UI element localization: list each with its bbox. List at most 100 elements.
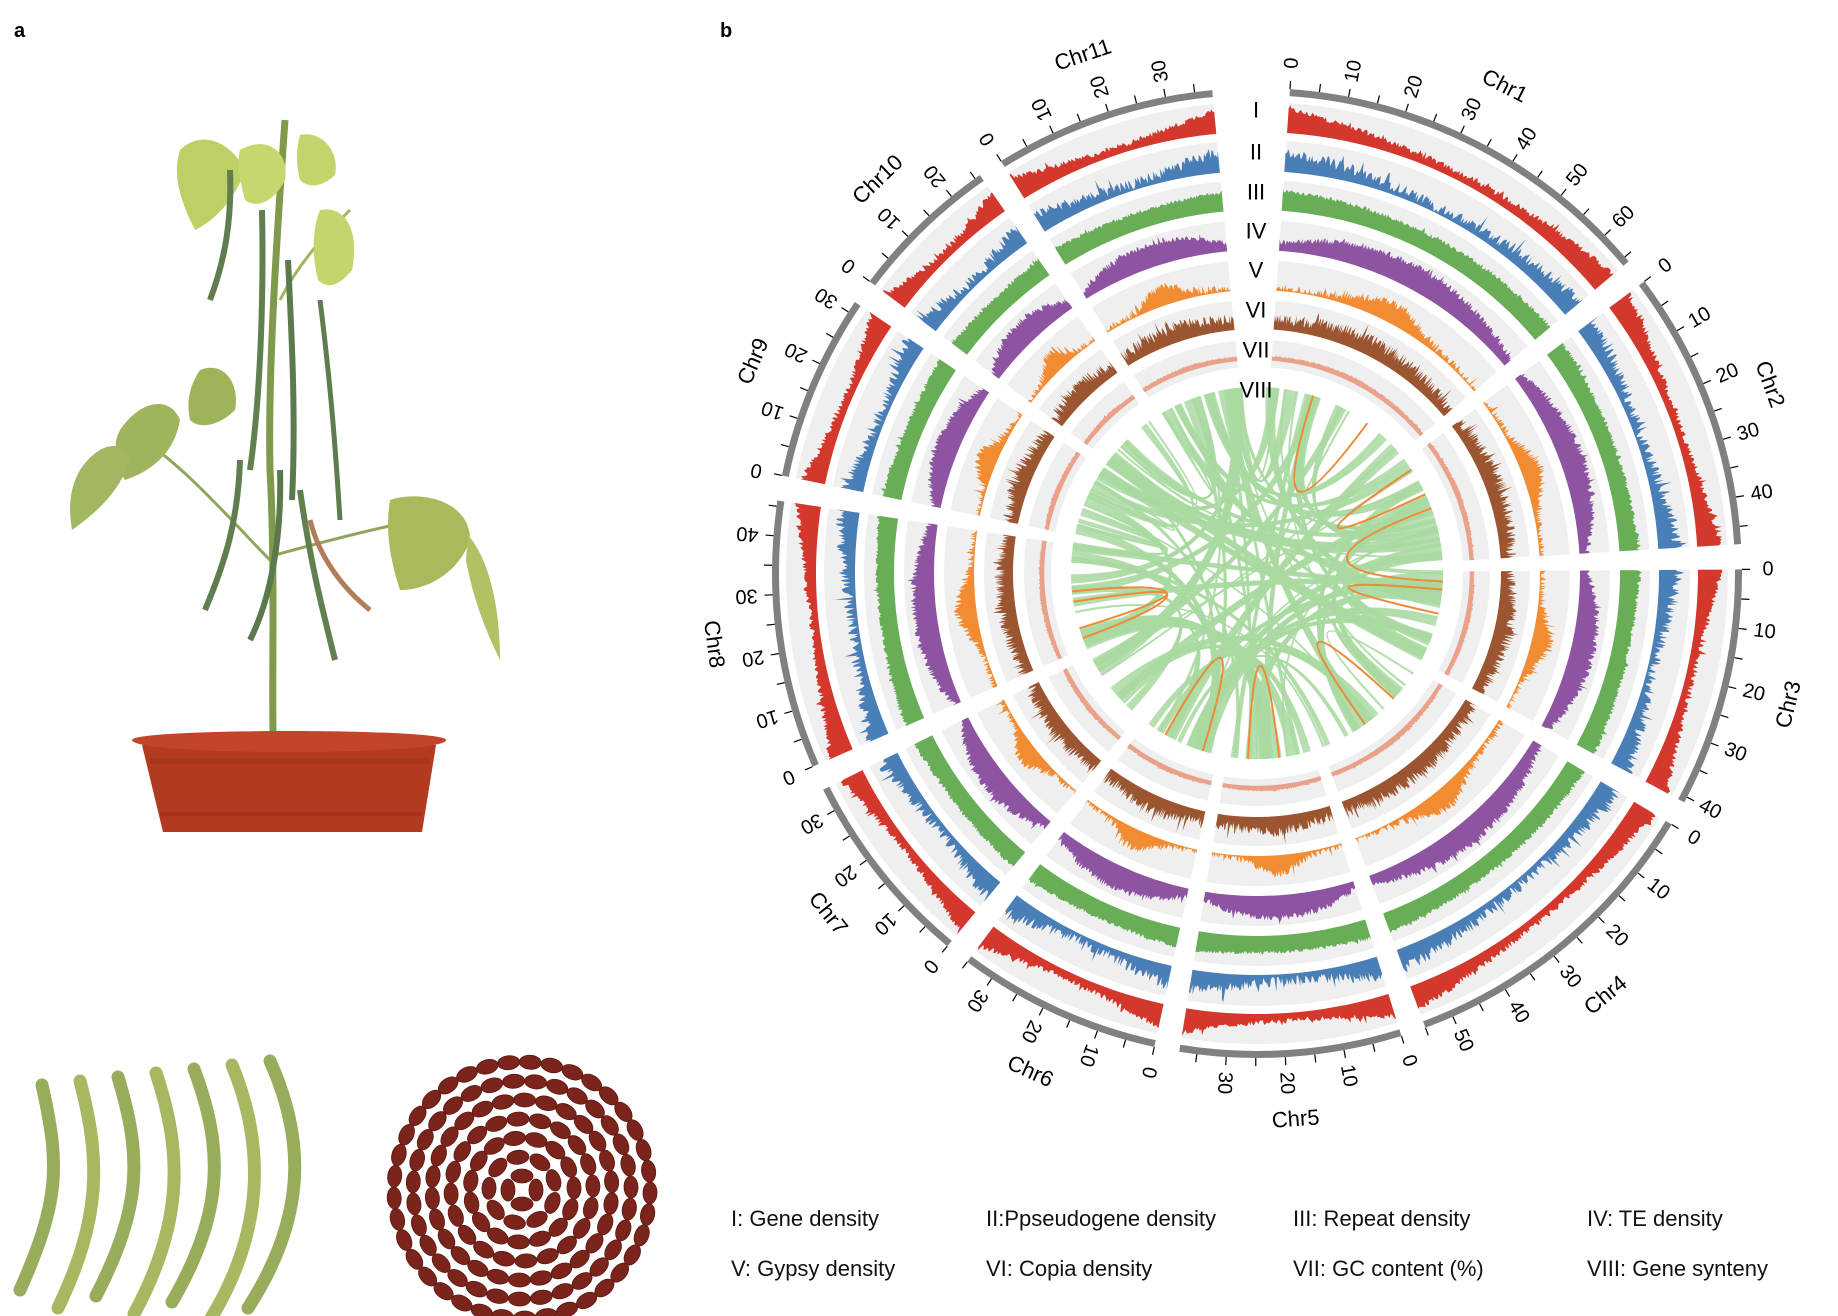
panel-a-label: a (14, 20, 26, 42)
track-III-Chr1 (1281, 189, 1550, 340)
seed (492, 1250, 516, 1267)
tick-mark (1195, 1054, 1198, 1063)
tick-label: 10 (1075, 1041, 1103, 1069)
seed (424, 1186, 440, 1210)
ideogram-Chr6 (967, 956, 1156, 1047)
tick-mark (1671, 823, 1679, 830)
tick-label: 0 (838, 254, 860, 278)
synteny-link (1209, 581, 1443, 754)
track-I-Chr4 (1410, 801, 1656, 1010)
track-IV-Chr9 (927, 387, 990, 508)
synteny-link (1120, 421, 1198, 505)
track-VI-Chr11 (1119, 314, 1235, 366)
synteny-link-highlight (1346, 507, 1443, 583)
tick-mark (961, 961, 968, 969)
ideogram-Chr3 (1678, 569, 1742, 803)
tick-mark (1122, 1039, 1127, 1048)
track-III-Chr4 (1383, 761, 1585, 933)
synteny-link (1160, 586, 1443, 733)
seed (514, 1253, 538, 1269)
chromosome-label-Chr9: Chr9 (732, 334, 774, 388)
synteny-link (1288, 391, 1407, 686)
tick-label: 0 (1683, 826, 1704, 851)
tick-label: 20 (1740, 679, 1767, 706)
seed (556, 1235, 577, 1255)
tick-mark (780, 443, 789, 448)
seed (528, 1113, 552, 1130)
panel-b-label: b (720, 20, 733, 42)
track-VII-Chr11 (1142, 356, 1238, 393)
tick-label: 10 (870, 908, 901, 939)
track-IV-Chr2 (1515, 373, 1596, 554)
track-IV-Chr11 (1083, 234, 1228, 299)
tick-mark (1151, 1046, 1155, 1055)
tick-label: 30 (1734, 418, 1761, 445)
track-VI-Chr2 (1451, 419, 1517, 559)
chromosome-label-Chr5: Chr5 (1271, 1104, 1320, 1132)
track-I-Chr8 (794, 503, 853, 760)
track-V-Chr7 (995, 699, 1077, 796)
tick-mark (773, 473, 783, 477)
seed (453, 1141, 472, 1162)
track-IV-Chr7 (961, 717, 1051, 830)
tick-mark (1049, 125, 1054, 134)
tick-mark (1424, 1027, 1429, 1036)
synteny-link-highlight (1347, 583, 1443, 615)
track-III-Chr10 (951, 258, 1050, 355)
tick-mark (1734, 657, 1743, 660)
seed (529, 1270, 553, 1286)
chromosome-label-Chr10: Chr10 (847, 149, 908, 209)
tick-label: 0 (975, 128, 1000, 149)
tick-label: 30 (1721, 738, 1750, 766)
track-III-Chr6 (1028, 864, 1181, 948)
tick-mark (1583, 208, 1590, 215)
synteny-link-highlight (1316, 640, 1395, 725)
tick-label: 0 (919, 955, 943, 978)
seed (530, 1289, 553, 1305)
seed (640, 1203, 656, 1226)
tick-mark (770, 653, 779, 656)
seed (615, 1219, 632, 1242)
tick-label: 20 (740, 645, 766, 670)
track-VII-Chr8 (1038, 540, 1062, 660)
tick-mark (1739, 524, 1748, 527)
tick-label: 0 (1762, 558, 1773, 580)
track-IV-Chr1 (1279, 238, 1512, 366)
seed (506, 1111, 530, 1127)
chromosome-label-Chr2: Chr2 (1750, 357, 1790, 410)
tick-mark (1038, 1007, 1044, 1016)
legend-item-I: I: Gene density (731, 1206, 879, 1231)
seed (572, 1218, 591, 1239)
tick-mark (1637, 872, 1645, 879)
synteny-link (1074, 604, 1325, 747)
tick-label: 10 (1752, 619, 1777, 643)
synteny-link (1085, 624, 1290, 757)
chromosome-label-Chr3: Chr3 (1770, 678, 1806, 730)
synteny-link (1115, 451, 1427, 650)
seed (486, 1288, 509, 1304)
tick-label: 0 (779, 765, 798, 790)
tick-mark (1738, 627, 1747, 630)
seed (406, 1192, 422, 1216)
tick-label: 30 (962, 985, 993, 1016)
tick-mark (1710, 742, 1719, 747)
seed (567, 1135, 587, 1156)
synteny-link (1071, 558, 1329, 746)
track-IV-Chr6 (1058, 832, 1189, 903)
track-VI-Chr3 (1472, 571, 1519, 695)
seed (433, 1282, 454, 1301)
track-II-Chr3 (1611, 569, 1684, 774)
seed (473, 1240, 494, 1259)
track-II-Chr5 (1189, 956, 1383, 1003)
seed (467, 1125, 488, 1145)
track-VI-Chr10 (1050, 360, 1118, 427)
track-V-Chr6 (1085, 799, 1198, 855)
seed (642, 1181, 658, 1205)
track-III-Chr5 (1195, 919, 1372, 955)
synteny-link (1071, 395, 1313, 587)
ideogram-Chr5 (1179, 1029, 1402, 1058)
seed (457, 1224, 477, 1245)
tick-mark (1655, 848, 1663, 855)
bean-pod (241, 1054, 302, 1315)
